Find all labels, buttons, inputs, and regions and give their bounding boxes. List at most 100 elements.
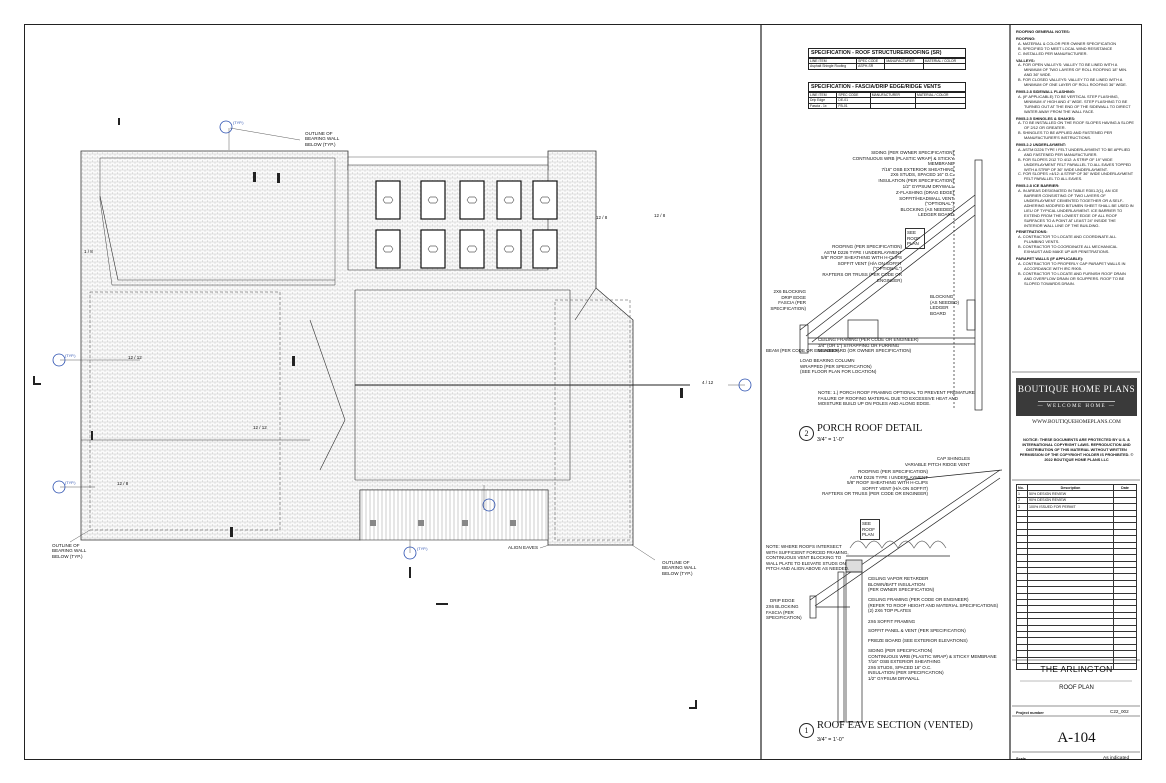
callout: (REFER TO ROOF HEIGHT AND MATERIAL SPECI…: [868, 602, 999, 608]
typ-tag: (TYP.): [65, 354, 76, 358]
callout: SOFFIT VENT (H/A ON SOFFIT): [862, 485, 928, 491]
website-link[interactable]: WWW.BOUTIQUEHOMEPLANS.COM: [1032, 419, 1121, 425]
spec-cell: Asphalt Shingle Roofing: [807, 63, 858, 70]
spec-table-fascia-title: SPECIFICATION - FASCIA/DRIP EDGE/RIDGE V…: [808, 82, 966, 92]
callout: 5/8" ROOF SHEATHING WITH H-CLIPS: [846, 480, 928, 486]
revision-cell: [1113, 496, 1137, 505]
spec-cell: [869, 102, 917, 109]
callout: (PER OWNER SPECIFICATION): [868, 587, 935, 593]
scale-value: As indicated: [1103, 756, 1130, 761]
table-row: [1016, 662, 1137, 671]
spec-cell: [884, 63, 924, 70]
revision-header-row: No. Description Date: [1016, 483, 1137, 492]
typ-tag: (TYP.): [233, 121, 244, 125]
slope-label: 4 / 12: [702, 380, 714, 385]
callout: INSULATION (PER SPECIFICATION): [868, 670, 944, 676]
typ-tag: (TYP.): [417, 547, 428, 551]
callout: Z-FLASHING (DRAG EDGE): [895, 190, 954, 195]
copyright-notice: NOTICE: THESE DOCUMENTS ARE PROTECTED BY…: [1019, 438, 1134, 462]
porch-roof-detail-title: PORCH ROOF DETAIL: [817, 423, 923, 434]
notes-heading: R905.2.8 ICE BARRIER:: [1016, 183, 1060, 189]
note-item: A. CONTRACTOR TO LOCATE AND COORDINATE A…: [1018, 234, 1117, 245]
porch-callout-group: Z-FLASHING (DRAG EDGE) SOFFIT/HEADWALL V…: [880, 190, 954, 218]
spec-table-fascia: SPECIFICATION - FASCIA/DRIP EDGE/RIDGE V…: [807, 82, 966, 109]
brand-name: BOUTIQUE HOME PLANS: [1017, 384, 1136, 394]
slope-label: 12 / 8: [596, 215, 608, 220]
callout: 2X6 STUDS, SPACED 16" O.C.: [868, 664, 932, 670]
note-item: A. (IF APPLICABLE) TO BE VERTICAL STEP F…: [1018, 93, 1131, 114]
align-eaves-label: ALIGN EAVES: [508, 545, 539, 550]
note-item: A. IN AREAS DESIGNATED IN TABLE R301.2(1…: [1018, 188, 1134, 228]
eave-callout-group: ROOFING (PER SPECIFICATION) ASTM D226 TY…: [820, 469, 928, 497]
eave-callout: FRIEZE BOARD (SEE EXTERIOR ELEVATIONS): [868, 638, 968, 643]
eave-detail-scale: 3/4" = 1'-0": [817, 737, 844, 743]
spec-cell: [922, 63, 967, 70]
callout: SOFFIT/HEADWALL VENT ("OPTIONAL"): [899, 195, 954, 207]
roofing-general-notes: ROOFING GENERAL NOTES: ROOFING: A. MATER…: [1016, 28, 1134, 368]
callout: CEILING FRAMING (PER CODE OR ENGINEER): [868, 597, 969, 602]
notes-heading: R905.2.8 SIDEWALL FLASHING:: [1016, 88, 1076, 94]
callout: LEDGER: [930, 305, 949, 311]
note-item: A. ASTM D226 TYPE I FELT UNDERLAYMENT TO…: [1018, 146, 1131, 157]
callout: (SEE FLOOR PLAN FOR LOCATION): [800, 369, 877, 375]
note-item: B. CONTRACTOR TO LOCATE AND FURNISH ROOF…: [1018, 270, 1126, 286]
callout: 1/2" GYPSUM DRYWALL: [868, 675, 920, 681]
slope-label: 12 / 12: [253, 425, 267, 430]
slope-label: 12 / 8: [654, 213, 666, 218]
spec-cell: Fascia - 1x: [807, 102, 838, 109]
detail-number-2: 2: [799, 426, 814, 441]
callout: CONTINUOUS WRB (PLASTIC WRAP) & STICKY M…: [868, 653, 997, 659]
outline-bearing-wall-left-label: OUTLINE OF BEARING WALL BELOW (TYP.): [52, 543, 87, 559]
callout: BOARD: [930, 310, 947, 316]
note-item: B. CONTRACTOR TO COORDINATE ALL MECHANIC…: [1018, 244, 1118, 255]
outline-bearing-wall-top-label: OUTLINE OF BEARING WALL BELOW (TYP.): [305, 131, 340, 147]
sheet-name: ROOF PLAN: [1059, 685, 1094, 691]
eave-note: NOTE: WHERE ROOFS INTERSECT WITH SUFFICI…: [766, 544, 850, 572]
callout: ASTM D226 TYPE I UNDERLAYMENT: [849, 474, 928, 480]
note-item: B. FOR SLOPES 2/12 TO 4/12: A STRIP OF 1…: [1018, 156, 1132, 172]
see-roof-plan-tag: SEE ROOF PLAN: [860, 519, 880, 540]
porch-detail-scale: 3/4" = 1'-0": [817, 437, 844, 443]
callout: 1/2" GYPSUM DRYWALL: [902, 183, 954, 189]
eave-callout: 2X6 SOFFIT FRAMING: [868, 619, 916, 624]
notes-section: R905.2.8 SIDEWALL FLASHING: A. (IF APPLI…: [1016, 88, 1134, 115]
notes-section: R905.2.8 ICE BARRIER: A. IN AREAS DESIGN…: [1016, 183, 1134, 228]
notes-title: ROOFING GENERAL NOTES:: [1016, 29, 1070, 34]
callout: VARIABLE PITCH RIDGE VENT: [904, 461, 970, 467]
notes-heading: ROOFING:: [1016, 35, 1036, 41]
callout: CAP SHINGLES: [936, 456, 970, 461]
notes-section: R905.2.5 SHINGLES & SHAKES: A. TO BE INS…: [1016, 115, 1134, 142]
revision-cell: [1113, 503, 1137, 511]
outline-bearing-wall-right-label: OUTLINE OF BEARING WALL BELOW (TYP.): [662, 560, 697, 576]
note-item: A. CONTRACTOR TO PROPERLY CAP PARAPET WA…: [1018, 260, 1126, 271]
porch-callout-group: 2X6 BLOCKING DRIP EDGE FASCIA (PER SPECI…: [766, 289, 806, 311]
note-item: A. TO BE INSTALLED ON THE ROOF SLOPES HA…: [1018, 120, 1134, 131]
notes-heading: PENETRATIONS:: [1016, 229, 1048, 235]
callout: 2X6 BLOCKING: [773, 289, 806, 294]
callout: BEADBOARD (OR OWNER SPECIFICATION): [818, 348, 912, 354]
callout: ROOFING (PER SPECIFICATION): [832, 244, 902, 249]
note-item: B. SHINGLES TO BE APPLIED AND FASTENED P…: [1018, 130, 1113, 141]
see-roof-plan-tag: SEE ROOF PLAN: [905, 228, 925, 249]
scale-label: Scale: [1016, 757, 1026, 761]
eave-callout-group: 2X6 BLOCKING FASCIA (PER SPECIFICATION): [766, 604, 806, 621]
callout: CEILING FRAMING (PER CODE OR ENGINEER): [818, 337, 919, 342]
brand-logo: BOUTIQUE HOME PLANS — WELCOME HOME —: [1016, 378, 1137, 416]
callout: BLOCKING: [930, 294, 954, 299]
sheet-number: A-104: [1057, 730, 1096, 746]
eave-callout-group: SIDING (PER SPECIFICATION) CONTINUOUS WR…: [868, 648, 1000, 682]
spec-table-roof: SPECIFICATION - ROOF STRUCTURE/ROOFING (…: [807, 48, 967, 70]
note-item: B. FOR CLOSED VALLEYS: VALLEY TO BE LINE…: [1018, 77, 1127, 88]
project-title: THE ARLINGTON: [1040, 664, 1113, 674]
eave-callout: DRIP EDGE: [770, 598, 795, 603]
callout: SIDING (PER SPECIFICATION): [868, 648, 933, 653]
porch-callout-group: LOAD BEARING COLUMN WRAPPED (PER SPECIFI…: [800, 358, 880, 375]
porch-callout-group: ROOFING (PER SPECIFICATION) ASTM D226 TY…: [812, 244, 902, 283]
notes-heading: R905.2.5 SHINGLES & SHAKES:: [1016, 115, 1076, 121]
callout: 7/16" OSB EXTERIOR SHEATHING: [881, 166, 954, 172]
note-item: B. SPECIFIED TO MEET LOCAL WIND RESISTAN…: [1018, 45, 1113, 51]
callout: LOAD BEARING COLUMN: [800, 358, 855, 363]
